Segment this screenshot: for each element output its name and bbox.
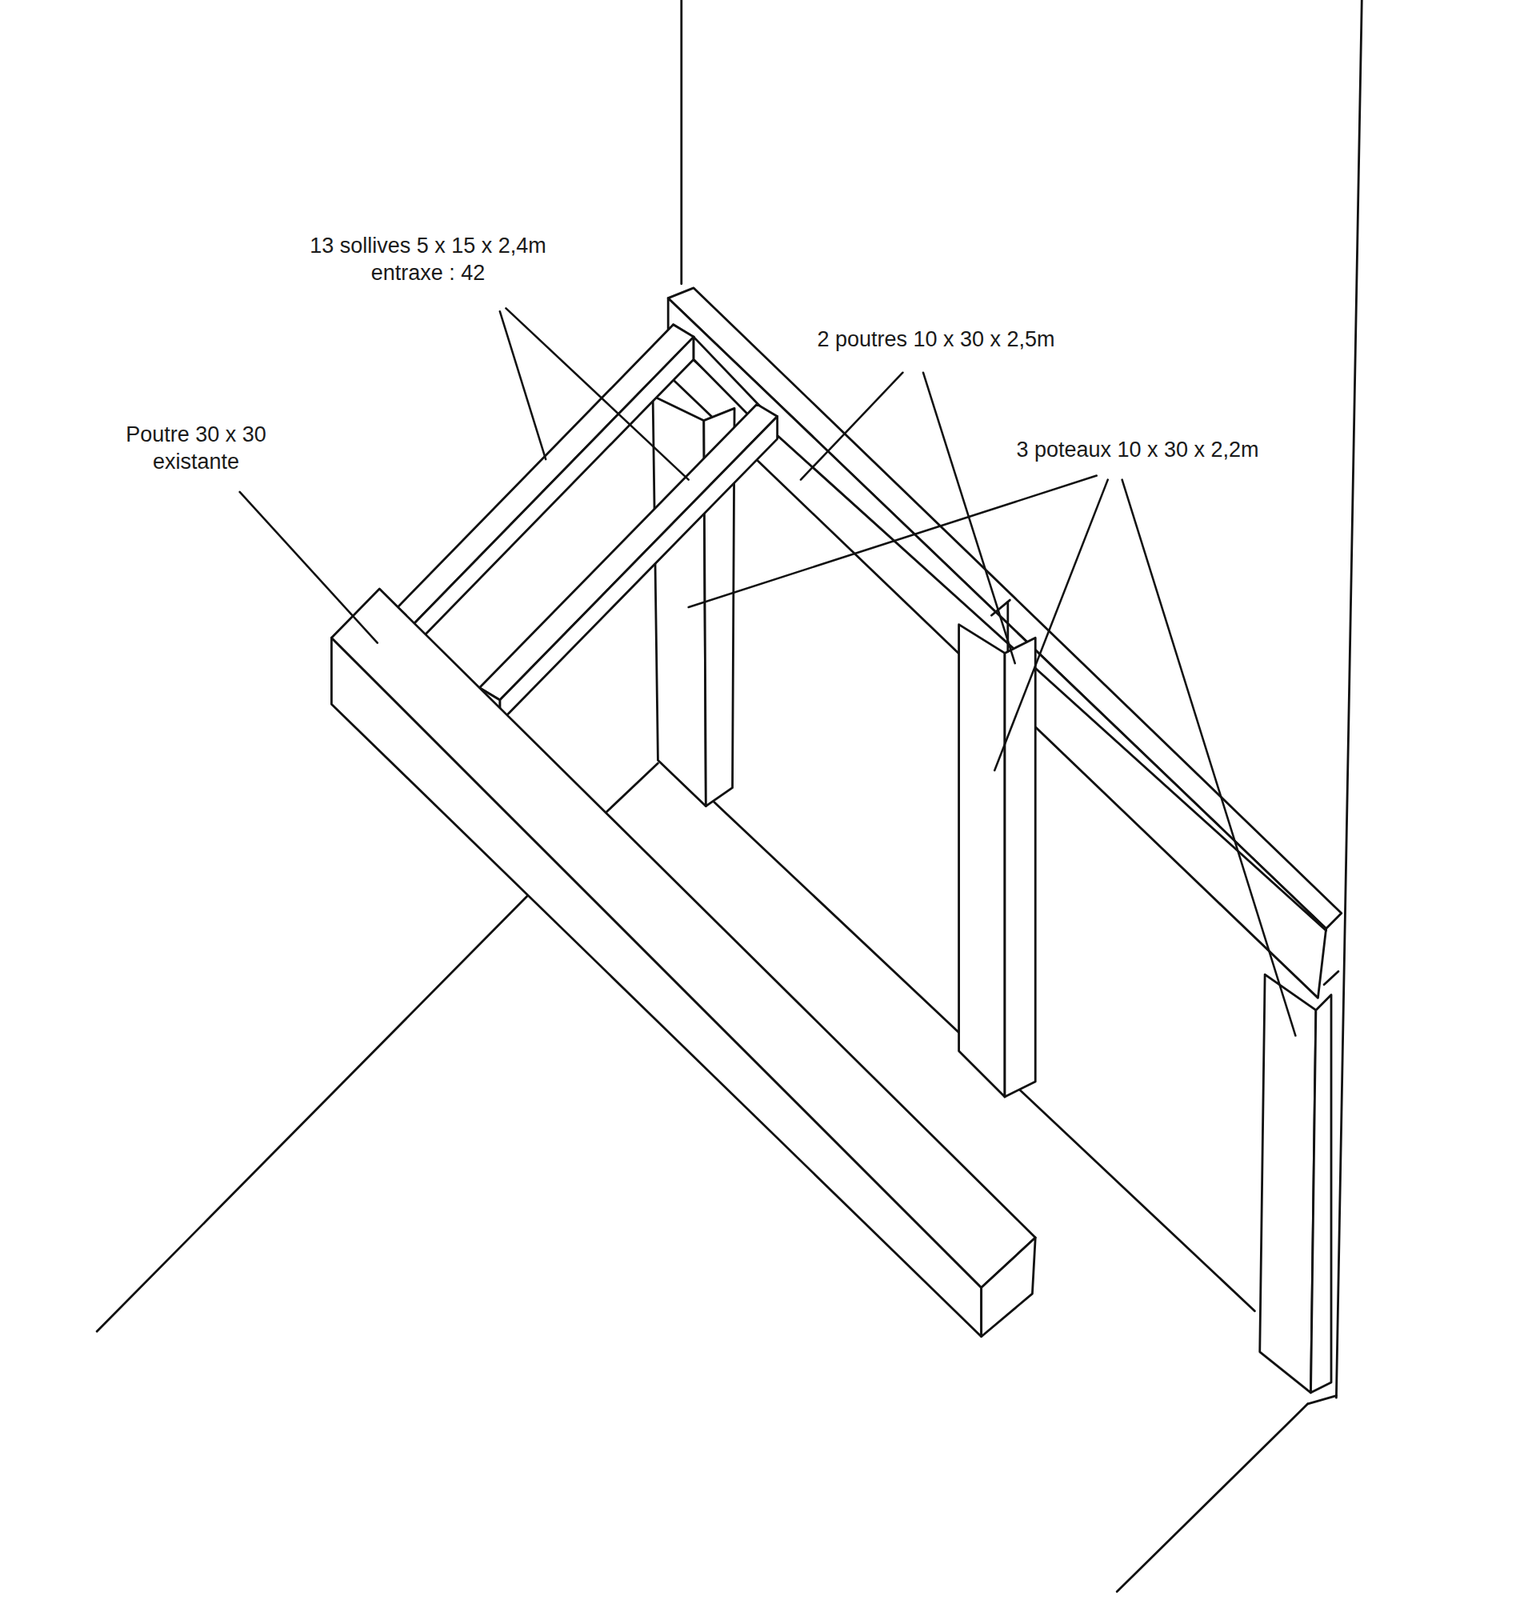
beam-callout: 2 poutres 10 x 30 x 2,5m: [816, 326, 1055, 354]
existing-beam-callout: Poutre 30 x 30 existante: [106, 421, 287, 476]
joist-callout: 13 sollives 5 x 15 x 2,4m entraxe : 42: [276, 232, 580, 288]
room-lines: [96, 0, 1362, 1592]
leader-line: [240, 308, 1296, 1036]
post-callout: 3 poteaux 10 x 30 x 2,2m: [1016, 436, 1259, 464]
existing-beam: [331, 588, 1036, 1337]
